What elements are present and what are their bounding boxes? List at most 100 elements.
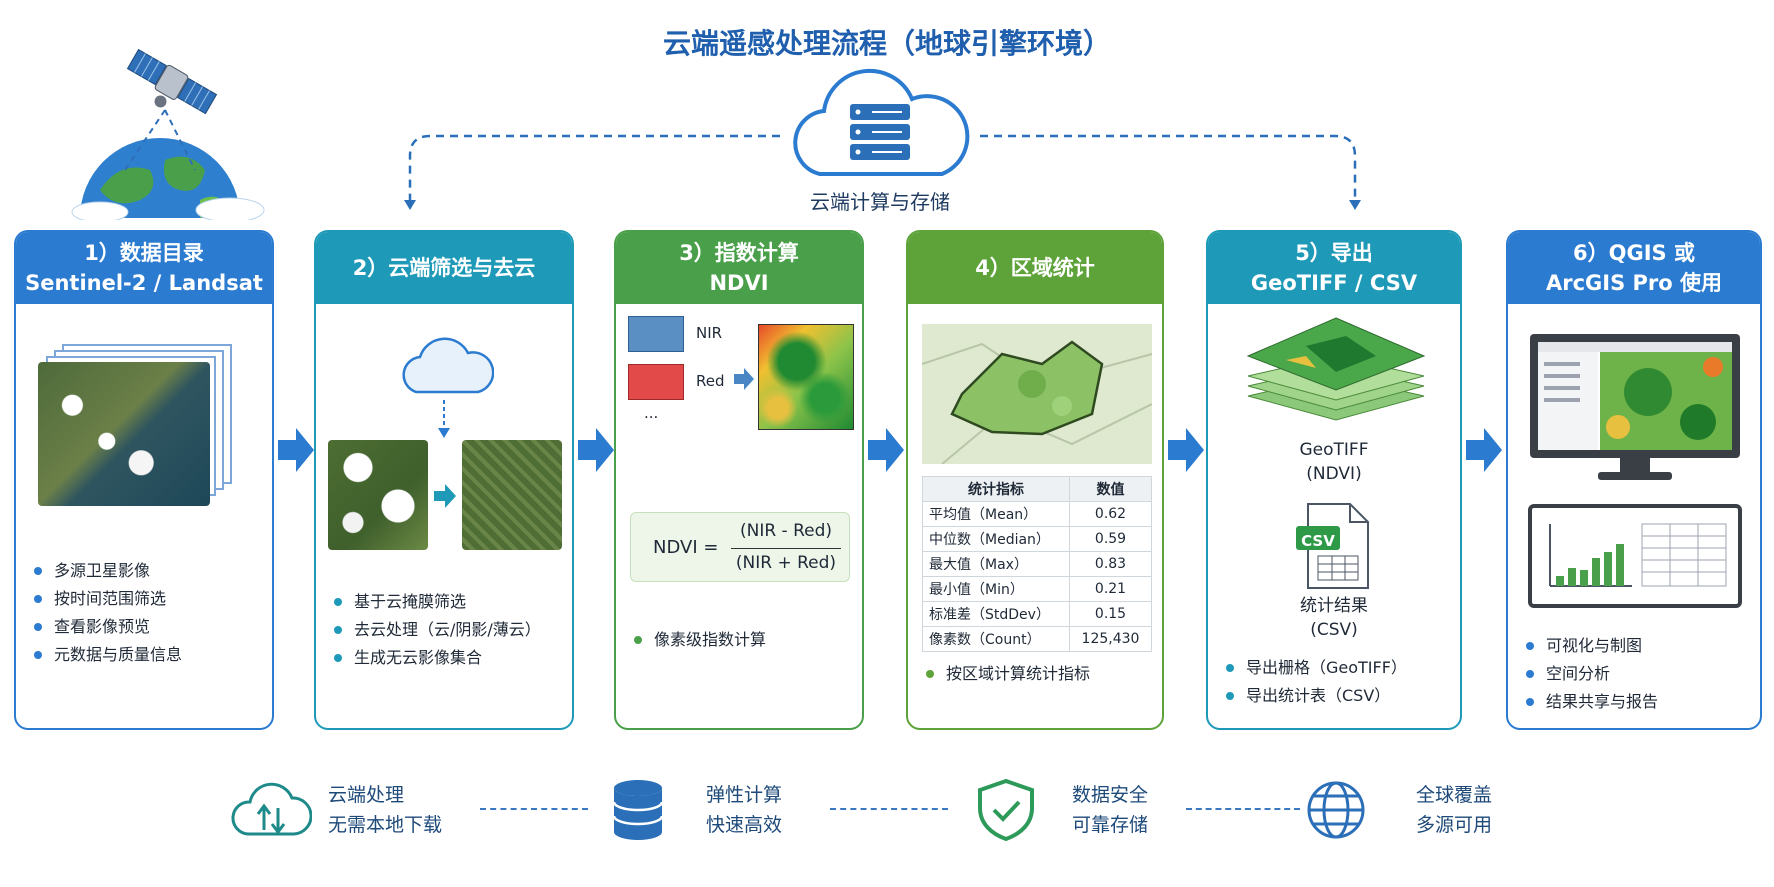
step-card-data-catalog: 1）数据目录 Sentinel-2 / Landsat 多源卫星影像 按时间范围… [14, 230, 274, 730]
list-item: 去云处理（云/阴影/薄云） [334, 616, 541, 644]
step-title: 3）指数计算 [679, 241, 799, 265]
divider [830, 808, 948, 810]
table-cell: 像素数（Count） [922, 626, 1070, 652]
table-cell: 最小值（Min） [922, 576, 1070, 602]
list-item: 生成无云影像集合 [334, 644, 541, 672]
step-subtitle: NDVI [709, 271, 769, 295]
step-header: 6）QGIS 或 ArcGIS Pro 使用 [1508, 232, 1760, 304]
table-cell: 中位数（Median） [922, 526, 1070, 552]
table-row: 像素数（Count）125,430 [922, 626, 1152, 652]
table-cell: 0.59 [1069, 526, 1152, 552]
bullet-list: 导出栅格（GeoTIFF） 导出统计表（CSV） [1226, 654, 1407, 710]
cloud-server-icon [780, 64, 980, 184]
table-row: 平均值（Mean）0.62 [922, 501, 1152, 527]
feature-desc: 快速高效 [706, 814, 783, 836]
feature-cloud-processing: 云端处理 无需本地下载 [228, 770, 442, 850]
list-item: 元数据与质量信息 [34, 641, 182, 669]
table-row: 标准差（StdDev）0.15 [922, 601, 1152, 627]
list-item: 结果共享与报告 [1526, 688, 1658, 716]
table-row: 最大值（Max）0.83 [922, 551, 1152, 577]
step-title: 6）QGIS 或 [1573, 241, 1695, 265]
step-title: 2）云端筛选与去云 [352, 256, 536, 280]
satellite-earth-illustration [70, 40, 270, 223]
table-cell: 最大值（Max） [922, 551, 1070, 577]
ndvi-map [758, 324, 854, 430]
step-card-export: 5）导出 GeoTIFF / CSV GeoTIFF (NDVI) CSV 统计… [1206, 230, 1462, 730]
database-icon [612, 780, 664, 840]
arrow-right-icon [1466, 428, 1502, 472]
step-subtitle: Sentinel-2 / Landsat [25, 271, 263, 295]
table-row: 最小值（Min）0.21 [922, 576, 1152, 602]
step-header: 2）云端筛选与去云 [316, 232, 572, 304]
table-cell: 0.62 [1069, 501, 1152, 527]
band-red [628, 364, 684, 400]
bullet-list: 基于云掩膜筛选 去云处理（云/阴影/薄云） 生成无云影像集合 [334, 588, 541, 672]
step-header: 1）数据目录 Sentinel-2 / Landsat [16, 232, 272, 304]
formula-numerator: (NIR - Red) [739, 521, 833, 541]
arrow-right-icon [734, 368, 754, 390]
arrow-right-icon [578, 428, 614, 472]
report-chart-icon [1528, 504, 1742, 608]
list-item: 基于云掩膜筛选 [334, 588, 541, 616]
step-card-gis-use: 6）QGIS 或 ArcGIS Pro 使用 可视化与制图 空间分析 结果共享与… [1506, 230, 1762, 730]
cloud-sync-icon [231, 782, 312, 836]
list-item: 空间分析 [1526, 660, 1658, 688]
step-title: 1）数据目录 [84, 241, 204, 265]
bullet-list: 按区域计算统计指标 [926, 660, 1090, 688]
table-cell: 0.21 [1069, 576, 1152, 602]
csv-file-icon [1296, 503, 1369, 589]
ndvi-formula: NDVI = (NIR - Red) (NIR + Red) [630, 512, 850, 582]
table-row: 中位数（Median）0.59 [922, 526, 1152, 552]
shield-check-icon [978, 778, 1034, 842]
stats-table: 统计指标 数值 平均值（Mean）0.62 中位数（Median）0.59 最大… [922, 476, 1152, 652]
geotiff-layers-icon [1246, 317, 1426, 421]
list-item: 多源卫星影像 [34, 557, 182, 585]
list-item: 像素级指数计算 [634, 626, 766, 654]
table-cell: 0.15 [1069, 601, 1152, 627]
table-header-row: 统计指标 数值 [922, 476, 1152, 502]
globe-icon [1307, 781, 1365, 839]
table-cell: 125,430 [1069, 626, 1152, 652]
cloud-hub-label: 云端计算与存储 [810, 190, 950, 214]
band-red-label: Red [696, 372, 725, 390]
band-more-label: ... [644, 404, 659, 422]
feature-title: 弹性计算 [706, 784, 783, 806]
arrow-right-icon [434, 484, 456, 508]
step-title: 4）区域统计 [975, 256, 1095, 280]
gis-monitor-icon [1530, 334, 1740, 480]
table-cell: 0.83 [1069, 551, 1152, 577]
table-cell: 标准差（StdDev） [922, 601, 1070, 627]
step-title: 5）导出 [1295, 241, 1373, 265]
table-header-cell: 数值 [1069, 476, 1152, 502]
cloud-icon [402, 337, 494, 438]
list-item: 按区域计算统计指标 [926, 660, 1090, 688]
band-nir [628, 316, 684, 352]
step-subtitle: ArcGIS Pro 使用 [1545, 271, 1723, 295]
step-header: 3）指数计算 NDVI [616, 232, 862, 304]
step-subtitle: GeoTIFF / CSV [1250, 271, 1418, 295]
geotiff-caption: GeoTIFF (NDVI) [1299, 440, 1369, 484]
step-card-cloud-filter: 2）云端筛选与去云 基于云掩膜筛选 去云处理（云/阴影/薄云） 生成无云影像集合 [314, 230, 574, 730]
bullet-list: 多源卫星影像 按时间范围筛选 查看影像预览 元数据与质量信息 [34, 557, 182, 669]
arrow-right-icon [868, 428, 904, 472]
feature-title: 全球覆盖 [1416, 784, 1493, 806]
arrow-right-icon [278, 428, 314, 472]
fraction-bar [731, 548, 841, 549]
region-map [922, 324, 1152, 464]
feature-title: 云端处理 [328, 784, 405, 806]
feature-global-coverage: 全球覆盖 多源可用 [1306, 770, 1492, 850]
feature-elastic-compute: 弹性计算 快速高效 [610, 770, 782, 850]
bullet-list: 可视化与制图 空间分析 结果共享与报告 [1526, 632, 1658, 716]
page-title: 云端遥感处理流程（地球引擎环境） [662, 27, 1111, 60]
satellite-image [38, 362, 210, 506]
list-item: 导出统计表（CSV） [1226, 682, 1407, 710]
divider [1186, 808, 1300, 810]
feature-desc: 无需本地下载 [328, 814, 443, 836]
band-nir-label: NIR [696, 324, 723, 342]
list-item: 按时间范围筛选 [34, 585, 182, 613]
bullet-list: 像素级指数计算 [634, 626, 766, 654]
cloudy-image [328, 440, 428, 550]
cloud-connector-lines [404, 134, 1361, 210]
csv-caption: 统计结果 (CSV) [1300, 596, 1368, 640]
formula-denominator: (NIR + Red) [735, 553, 837, 573]
